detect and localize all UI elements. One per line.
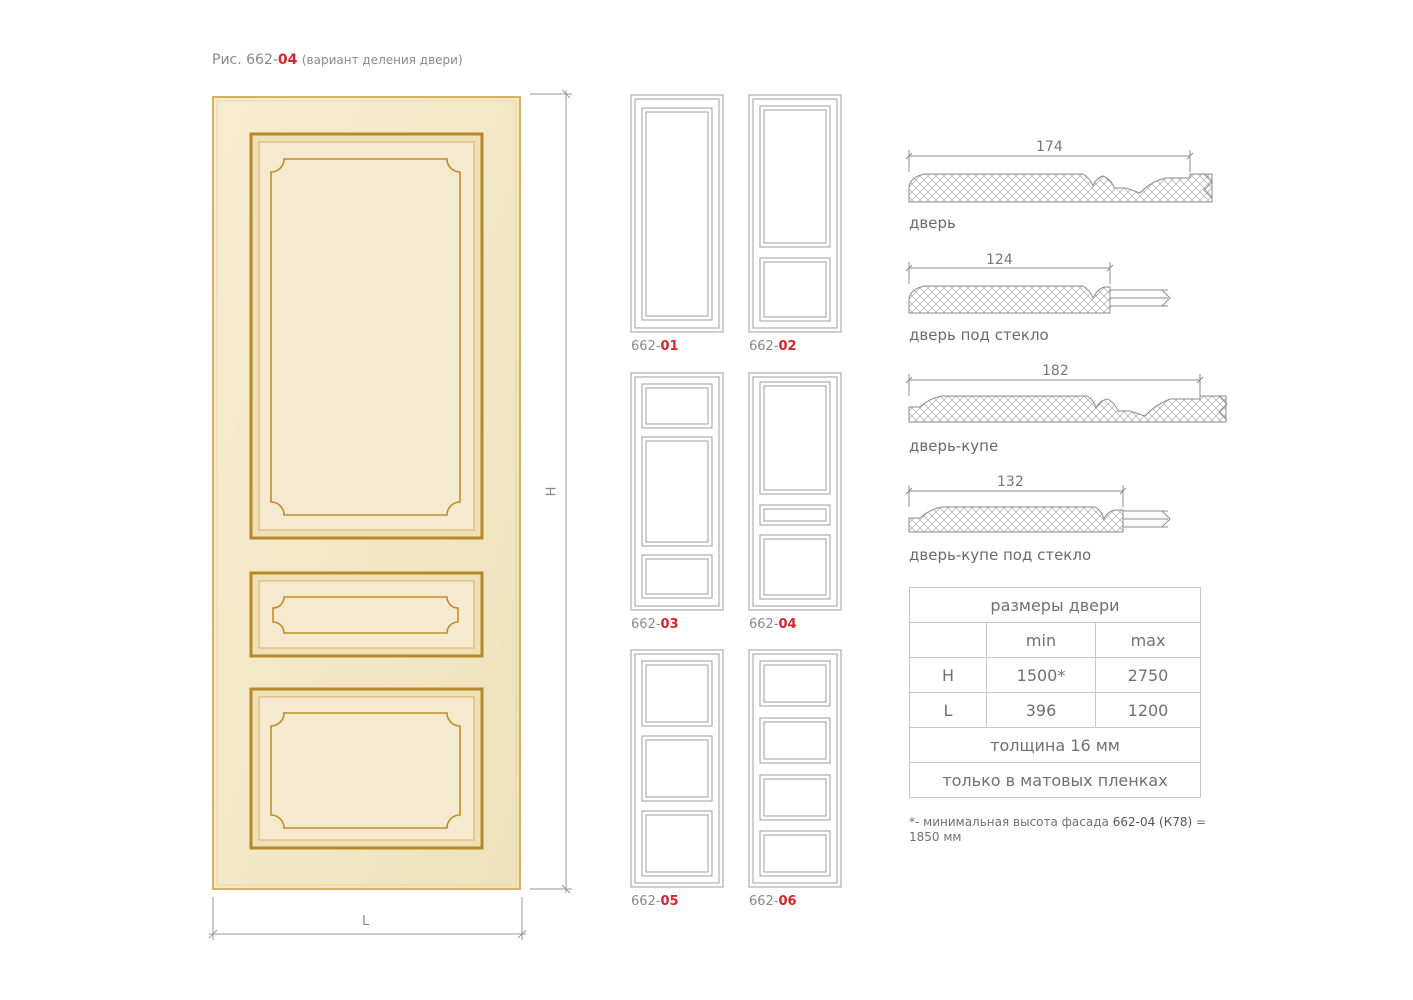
profile-dimension-door-glass: 124: [986, 252, 1013, 268]
profile-sliding-glass: [905, 485, 1171, 533]
width-dimension-line: [208, 897, 527, 940]
caption-prefix: Рис. 662-: [212, 52, 278, 68]
variant-label-05: 662-05: [631, 894, 679, 909]
door-panel-bottom: [249, 687, 484, 850]
footnote: *- минимальная высота фасада 662-04 (К78…: [909, 815, 1207, 844]
profile-door-glass: [905, 262, 1171, 314]
profile-title-door-glass: дверь под стекло: [909, 326, 1049, 344]
width-label: L: [362, 914, 370, 929]
door-panel-middle: [249, 571, 484, 658]
profile-dimension-door: 174: [1036, 139, 1063, 155]
caption-code: 04: [277, 52, 298, 68]
sizes-row-width: L 396 1200: [909, 692, 1201, 728]
caption-note: (вариант деления двери): [301, 53, 463, 67]
variant-thumbnail-01: [630, 94, 724, 333]
profile-title-sliding: дверь-купе: [909, 437, 999, 455]
height-dimension-line: [530, 89, 572, 894]
profile-title-door: дверь: [909, 214, 956, 232]
sizes-row-height: H 1500* 2750: [909, 657, 1201, 693]
variant-label-03: 662-03: [631, 617, 679, 632]
sizes-finish: только в матовых пленках: [909, 762, 1201, 798]
variant-thumbnail-06: [748, 649, 842, 888]
sizes-thickness: толщина 16 мм: [909, 727, 1201, 763]
sizes-col-min: min: [986, 622, 1096, 658]
variant-label-02: 662-02: [749, 339, 797, 354]
profile-door: [905, 150, 1213, 203]
profile-dimension-sliding-glass: 132: [997, 474, 1024, 490]
variant-label-06: 662-06: [749, 894, 797, 909]
profile-sliding: [905, 374, 1228, 423]
variant-label-01: 662-01: [631, 339, 679, 354]
variant-label-04: 662-04: [749, 617, 797, 632]
sizes-table-title: размеры двери: [909, 587, 1201, 623]
variant-thumbnail-04: [748, 372, 842, 611]
height-label: H: [544, 486, 560, 497]
profile-dimension-sliding: 182: [1042, 363, 1069, 379]
door-sizes-table: размеры двери min max H 1500* 2750 L 396…: [909, 587, 1201, 798]
variant-thumbnail-05: [630, 649, 724, 888]
sizes-table-corner: [909, 622, 987, 658]
variant-thumbnail-02: [748, 94, 842, 333]
profile-title-sliding-glass: дверь-купе под стекло: [909, 546, 1092, 564]
figure-caption: Рис. 662-04 (вариант деления двери): [212, 52, 463, 68]
door-panel-top: [249, 132, 484, 540]
variant-thumbnail-03: [630, 372, 724, 611]
sizes-col-max: max: [1095, 622, 1201, 658]
